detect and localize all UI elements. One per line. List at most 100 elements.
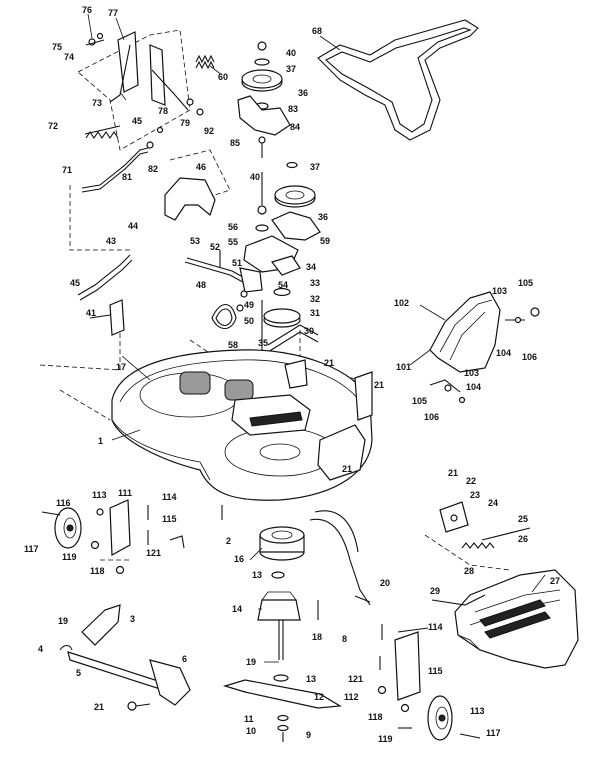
callout: 29 xyxy=(430,586,440,596)
leader-lines xyxy=(87,13,546,663)
callout: 2 xyxy=(226,536,231,546)
left-wheel-assembly xyxy=(41,499,185,575)
callout: 28 xyxy=(464,566,474,576)
callout: 40 xyxy=(286,48,296,58)
callout: 6 xyxy=(182,654,187,664)
callout: 119 xyxy=(378,734,393,744)
callout: 37 xyxy=(286,64,296,74)
callout: 31 xyxy=(310,308,320,318)
callout: 102 xyxy=(394,298,409,308)
belt-68 xyxy=(317,19,479,141)
callout: 25 xyxy=(518,514,528,524)
callout: 13 xyxy=(252,570,262,580)
callout: 79 xyxy=(180,118,190,128)
callout: 121 xyxy=(348,674,363,684)
right-wheel-assembly xyxy=(377,624,481,741)
callout: 19 xyxy=(246,657,256,667)
callout: 5 xyxy=(76,668,81,678)
callout: 113 xyxy=(92,490,107,500)
callout: 18 xyxy=(312,632,322,642)
callout: 106 xyxy=(424,412,439,422)
callout: 101 xyxy=(396,362,411,372)
callout: 32 xyxy=(310,294,320,304)
callout: 111 xyxy=(118,488,132,498)
callout: 23 xyxy=(470,490,480,500)
callout: 10 xyxy=(246,726,256,736)
callout: 3 xyxy=(130,614,135,624)
callout: 46 xyxy=(196,162,206,172)
deflector-101 xyxy=(429,291,540,404)
callout: 37 xyxy=(310,162,320,172)
callout: 59 xyxy=(320,236,330,246)
callout: 1 xyxy=(98,436,103,446)
callout: 75 xyxy=(52,42,62,52)
callout: 73 xyxy=(92,98,102,108)
callout: 118 xyxy=(90,566,105,576)
bottom-brackets xyxy=(59,604,191,711)
callout: 21 xyxy=(94,702,104,712)
spring-72 xyxy=(84,125,121,139)
assembly-guide-lines xyxy=(39,29,511,571)
callout: 117 xyxy=(486,728,501,738)
callout: 49 xyxy=(244,300,254,310)
callout: 22 xyxy=(466,476,476,486)
callout: 21 xyxy=(342,464,352,474)
callout: 76 xyxy=(82,5,92,15)
callout: 83 xyxy=(288,104,298,114)
callout: 115 xyxy=(162,514,177,524)
callout: 121 xyxy=(146,548,161,558)
callout: 53 xyxy=(190,236,200,246)
callout: 20 xyxy=(380,578,390,588)
callout: 82 xyxy=(148,164,158,174)
callout: 34 xyxy=(306,262,316,272)
callout: 41 xyxy=(86,308,96,318)
spring-60 xyxy=(195,54,215,70)
callout: 43 xyxy=(106,236,116,246)
callout: 103 xyxy=(492,286,507,296)
callout: 12 xyxy=(314,692,324,702)
callout: 55 xyxy=(228,237,238,247)
linkage-assembly xyxy=(77,31,216,336)
callout: 78 xyxy=(158,106,168,116)
callout: 4 xyxy=(38,644,43,654)
callout: 44 xyxy=(128,221,138,231)
callout: 45 xyxy=(70,278,80,288)
callout: 33 xyxy=(310,278,320,288)
callout: 116 xyxy=(56,498,71,508)
callout: 105 xyxy=(518,278,533,288)
callout: 118 xyxy=(368,712,383,722)
callout: 56 xyxy=(228,222,238,232)
callout: 103 xyxy=(464,368,479,378)
callout: 24 xyxy=(488,498,498,508)
callout: 36 xyxy=(298,88,308,98)
callout: 72 xyxy=(48,121,58,131)
callout: 45 xyxy=(132,116,142,126)
callout: 16 xyxy=(234,554,244,564)
callout: 21 xyxy=(374,380,384,390)
callout: 84 xyxy=(290,122,300,132)
callout: 21 xyxy=(448,468,458,478)
callout: 26 xyxy=(518,534,528,544)
callout: 11 xyxy=(244,714,254,724)
callout: 8 xyxy=(342,634,347,644)
callout: 85 xyxy=(230,138,240,148)
callout: 14 xyxy=(232,604,242,614)
callout: 71 xyxy=(62,165,72,175)
callout: 51 xyxy=(232,258,242,268)
discharge-chute-27 xyxy=(431,501,579,669)
callout: 54 xyxy=(278,280,288,290)
callout: 35 xyxy=(258,338,268,348)
mower-deck-1 xyxy=(111,349,373,501)
spindle-and-blade xyxy=(221,505,371,742)
callout: 92 xyxy=(204,126,214,136)
callout: 114 xyxy=(162,492,177,502)
callout: 104 xyxy=(466,382,481,392)
callout: 27 xyxy=(550,576,560,586)
callout: 104 xyxy=(496,348,511,358)
callout: 117 xyxy=(24,544,39,554)
callout: 113 xyxy=(470,706,485,716)
callout: 60 xyxy=(218,72,228,82)
callout: 68 xyxy=(312,26,322,36)
